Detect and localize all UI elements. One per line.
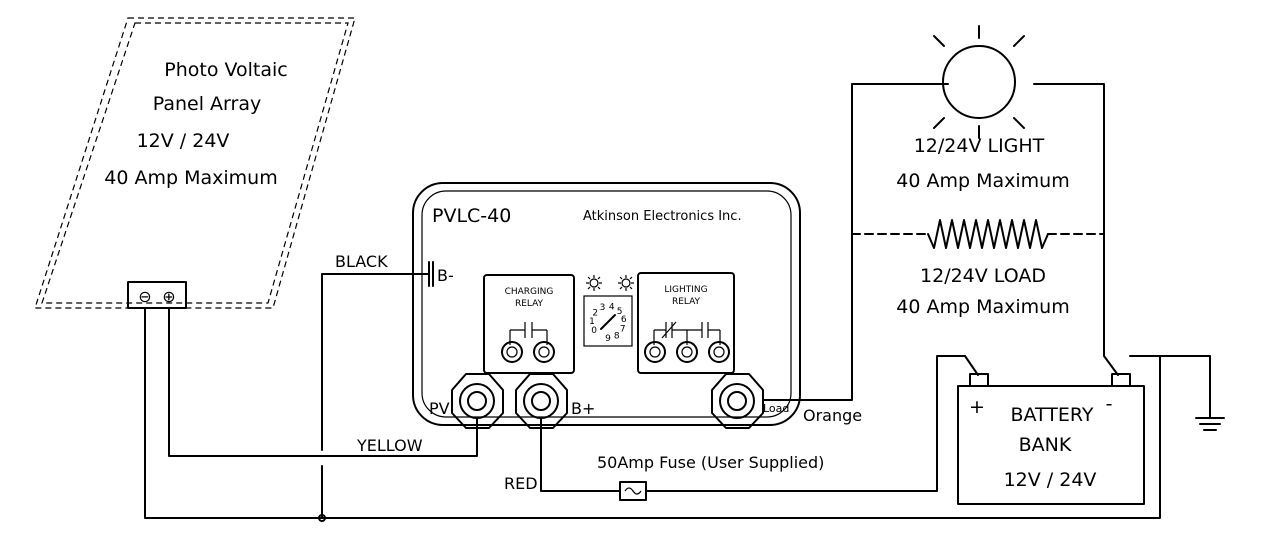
charging-relay-label-1: CHARGING: [505, 287, 554, 297]
panel-voltage: 12V / 24V: [137, 130, 230, 152]
orange-wire-label: Orange: [803, 406, 862, 425]
red-wire-b: [645, 355, 966, 492]
black-wire: [321, 273, 430, 451]
yellow-wire-label: YELLOW: [356, 436, 423, 455]
red-wire-label: RED: [504, 474, 538, 493]
light-return-wire: [1033, 83, 1119, 376]
ground-icon: [1195, 417, 1225, 431]
battery-label-3: 12V / 24V: [1004, 469, 1097, 491]
controller-maker: Atkinson Electronics Inc.: [583, 209, 742, 224]
orange-wire: [762, 83, 949, 401]
dial-digit: 7: [620, 324, 626, 334]
battery-minus-label: -: [1106, 393, 1113, 415]
bplus-terminal-label: B+: [571, 399, 595, 418]
dial-digit: 0: [591, 326, 597, 336]
panel-plus-terminal-icon: ⊕: [162, 287, 175, 306]
light-bulb-icon: [933, 25, 1025, 139]
panel-junction-box: [127, 281, 187, 309]
earth-wire: [1159, 355, 1211, 419]
battery-label-1: BATTERY: [1010, 404, 1093, 426]
charging-relay-label-2: RELAY: [515, 299, 544, 309]
wiring: BLACK YELLOW RED 50Amp Fuse (User Suppli…: [144, 83, 1225, 522]
load-resistor-icon: [851, 219, 1105, 249]
negative-bus-wire: [144, 307, 1161, 519]
light-label-2: 40 Amp Maximum: [896, 170, 1069, 192]
dial-digit: 4: [609, 302, 615, 312]
load-terminal-label: Load: [763, 402, 789, 415]
lighting-relay-label-1: LIGHTING: [664, 285, 707, 295]
dial-digit: 9: [605, 334, 611, 344]
controller-model: PVLC-40: [432, 205, 511, 227]
panel-title-1: Photo Voltaic: [164, 59, 287, 81]
dial-digit: 5: [617, 307, 623, 317]
yellow-wire: [168, 307, 478, 457]
red-wire-a: [540, 417, 621, 492]
dial-digit: 3: [600, 303, 606, 313]
charging-relay: CHARGING RELAY: [483, 274, 575, 374]
pv-panel: Photo Voltaic Panel Array 12V / 24V 40 A…: [34, 17, 356, 309]
load-terminal: [711, 373, 764, 429]
lighting-relay: LIGHTING RELAY: [637, 272, 735, 374]
panel-minus-terminal-icon: ⊖: [138, 287, 151, 306]
lamp-1-icon: [586, 275, 602, 291]
fuse-icon: [619, 481, 647, 501]
controller: PVLC-40 Atkinson Electronics Inc. B- CHA…: [412, 182, 801, 429]
load-label-2: 40 Amp Maximum: [896, 296, 1069, 318]
battery-label-2: BANK: [1019, 434, 1072, 456]
battery-plus-label: +: [969, 396, 985, 418]
dial-digit: 1: [589, 317, 595, 327]
fuse-label: 50Amp Fuse (User Supplied): [597, 453, 824, 472]
battery-bank: + - BATTERY BANK 12V / 24V: [957, 373, 1145, 505]
pv-terminal-label: PV: [429, 399, 450, 418]
dial-digit: 6: [621, 315, 627, 325]
dial-digit: 2: [592, 308, 598, 318]
black-wire-label: BLACK: [335, 252, 388, 271]
bminus-terminal-label: B-: [437, 266, 454, 285]
panel-current: 40 Amp Maximum: [104, 167, 277, 189]
indicator-lamps: [586, 275, 634, 291]
lamp-2-icon: [618, 275, 634, 291]
dial-digit: 8: [614, 331, 620, 341]
load-label-1: 12/24V LOAD: [920, 265, 1046, 287]
light-label-1: 12/24V LIGHT: [914, 135, 1045, 157]
battery-plus-leg: [964, 355, 979, 376]
lighting-relay-label-2: RELAY: [672, 297, 701, 307]
panel-title-2: Panel Array: [153, 93, 261, 115]
